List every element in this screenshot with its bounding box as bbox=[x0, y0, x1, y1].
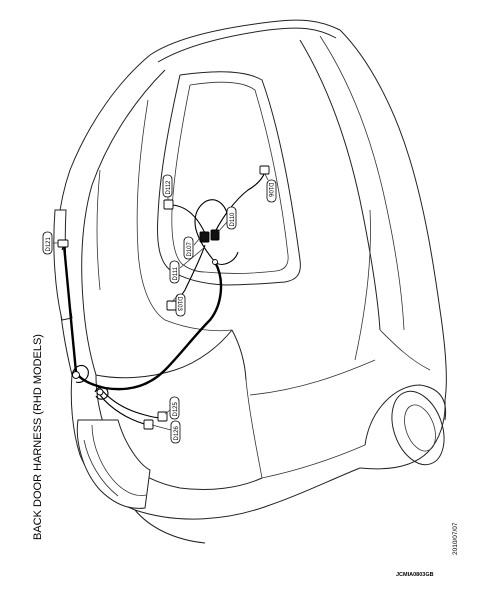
leader-lines bbox=[53, 173, 269, 431]
label-d121-text: D121 bbox=[46, 236, 52, 251]
connector-d103 bbox=[166, 300, 177, 311]
harness-grommet bbox=[72, 371, 80, 379]
connector-d112 bbox=[163, 199, 174, 210]
label-d103: D103 bbox=[175, 293, 186, 317]
label-d125: D125 bbox=[169, 396, 180, 420]
label-d103-text: D103 bbox=[176, 297, 182, 312]
harness-clip bbox=[212, 259, 218, 265]
label-d111: D111 bbox=[169, 260, 180, 284]
connector-d126 bbox=[143, 419, 154, 430]
label-d107-text: D107 bbox=[187, 241, 193, 256]
diagram-title: BACK DOOR HARNESS (RHD MODELS) bbox=[32, 334, 44, 540]
connector-d110 bbox=[210, 229, 220, 241]
label-d126-text: D126 bbox=[174, 425, 180, 440]
label-d107: D107 bbox=[183, 236, 194, 260]
connector-d125 bbox=[157, 411, 168, 422]
connector-d107 bbox=[199, 231, 210, 243]
harness-grommet bbox=[96, 388, 104, 396]
diagram-date: 2010/07/07 bbox=[452, 522, 459, 555]
label-d112: D112 bbox=[162, 174, 173, 198]
label-d112-text: D112 bbox=[166, 180, 172, 195]
connector-d121 bbox=[57, 239, 69, 248]
connector-bodies bbox=[57, 165, 270, 430]
label-d125-text: D125 bbox=[173, 401, 179, 416]
label-d121: D121 bbox=[42, 231, 53, 255]
label-d110-text: D110 bbox=[230, 212, 236, 227]
label-d110: D110 bbox=[226, 206, 237, 230]
label-d111-text: D111 bbox=[173, 266, 179, 280]
label-d106: D106 bbox=[266, 179, 277, 203]
figure-code: JCMIA0803GB bbox=[396, 572, 434, 578]
connector-d106 bbox=[259, 165, 270, 175]
rear-combination-lamp bbox=[76, 419, 151, 509]
label-d106-text: D106 bbox=[267, 183, 273, 198]
label-d126: D126 bbox=[170, 420, 181, 444]
